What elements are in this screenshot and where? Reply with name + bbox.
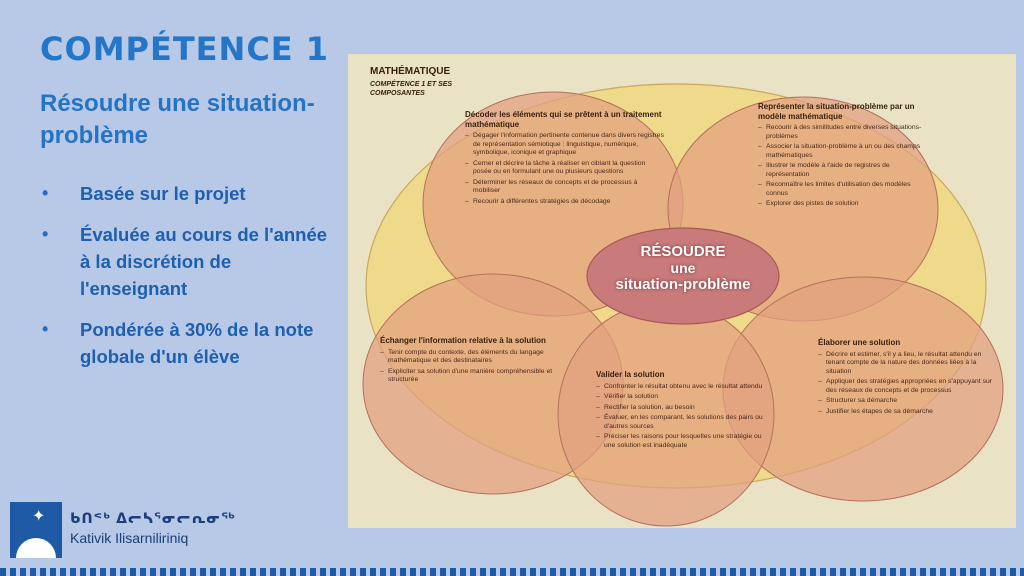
petal-item: –Tenir compte du contexte, des éléments … bbox=[380, 348, 544, 365]
petal-item: –Associer la situation-problème à un ou … bbox=[758, 143, 921, 159]
logo-syllabics: ᑲᑎᕝᒃ ᐃᓕᓴᕐᓂᓕᕆᓂᖅ bbox=[70, 510, 236, 526]
petal-item: –Reconnaître les limites d'utilisation d… bbox=[758, 181, 911, 197]
petal-item: –Déterminer les réseaux de concepts et d… bbox=[465, 178, 638, 195]
diagram-tag-title: MATHÉMATIQUE bbox=[370, 66, 451, 77]
petal-heading: Valider la solution bbox=[596, 370, 665, 379]
petal-item: –Recourir à des similitudes entre divers… bbox=[758, 124, 922, 140]
kativik-logo-icon: ✦ bbox=[10, 502, 62, 558]
petal-item: –Préciser les raisons pour lesquelles un… bbox=[596, 433, 762, 449]
bottom-border bbox=[0, 568, 1024, 576]
petal-item: –Dégager l'information pertinente conten… bbox=[465, 132, 664, 156]
center-ellipse bbox=[586, 227, 780, 325]
petal-representer-text: Représenter la situation-problème par un… bbox=[758, 102, 928, 211]
petal-item: –Vérifier la solution bbox=[596, 393, 659, 400]
petal-heading: Décoder les éléments qui se prêtent à un… bbox=[465, 110, 662, 129]
petal-item: –Recourir à différentes stratégies de dé… bbox=[465, 197, 611, 205]
petal-heading: Échanger l'information relative à la sol… bbox=[380, 336, 546, 345]
petal-item: –Rectifier la solution, au besoin bbox=[596, 403, 695, 411]
bullet-list: •Basée sur le projet •Évaluée au cours d… bbox=[40, 180, 340, 384]
bullet-item: •Pondérée à 30% de la note globale d'un … bbox=[40, 316, 340, 370]
petal-item: –Expliciter sa solution d'une manière co… bbox=[380, 367, 553, 384]
petal-decoder-text: Décoder les éléments qui se prêtent à un… bbox=[465, 110, 665, 208]
bullet-item: •Évaluée au cours de l'année à la discré… bbox=[40, 221, 340, 302]
petal-echanger-text: Échanger l'information relative à la sol… bbox=[380, 336, 555, 387]
logo-name: Kativik Ilisarniliriniq bbox=[70, 530, 189, 546]
diagram-shapes bbox=[362, 83, 1004, 527]
center-label: RÉSOUDRE une situation-problème bbox=[615, 243, 751, 293]
petal-valider-text: Valider la solution –Confronter le résul… bbox=[596, 370, 768, 452]
petal-item: –Évaluer, en les comparant, les solution… bbox=[596, 414, 763, 430]
petal-heading: Représenter la situation-problème par un… bbox=[758, 102, 915, 121]
petal-item: –Explorer des pistes de solution bbox=[758, 200, 859, 207]
star-icon: ✦ bbox=[32, 508, 46, 525]
petal-heading: Élaborer une solution bbox=[818, 338, 901, 347]
petal-item: –Cerner et décrire la tâche à réaliser e… bbox=[465, 159, 646, 176]
petal-item: –Justifier les étapes de sa démarche bbox=[818, 407, 933, 415]
slide-subtitle: Résoudre une situation-problème bbox=[40, 90, 315, 149]
slide-title: COMPÉTENCE 1 bbox=[40, 30, 330, 68]
bullet-icon: • bbox=[42, 319, 49, 339]
bullet-item: •Basée sur le projet bbox=[40, 180, 340, 207]
diagram-tag-subtitle: COMPÉTENCE 1 ET SES COMPOSANTES bbox=[370, 81, 453, 97]
dome-icon bbox=[16, 538, 56, 558]
petal-item: –Confronter le résultat obtenu avec le r… bbox=[596, 382, 763, 390]
bullet-icon: • bbox=[42, 224, 49, 244]
petal-item: –Illustrer le modèle à l'aide de registr… bbox=[758, 162, 890, 178]
petal-item: –Décrire et estimer, s'il y a lieu, le r… bbox=[818, 350, 982, 375]
petal-item: –Appliquer des stratégies appropriées en… bbox=[818, 378, 993, 394]
bullet-icon: • bbox=[42, 183, 49, 203]
petal-item: –Structurer sa démarche bbox=[818, 397, 898, 404]
petal-elaborer-text: Élaborer une solution –Décrire et estime… bbox=[818, 338, 998, 418]
competence-diagram: MATHÉMATIQUE COMPÉTENCE 1 ET SES COMPOSA… bbox=[348, 54, 1016, 528]
